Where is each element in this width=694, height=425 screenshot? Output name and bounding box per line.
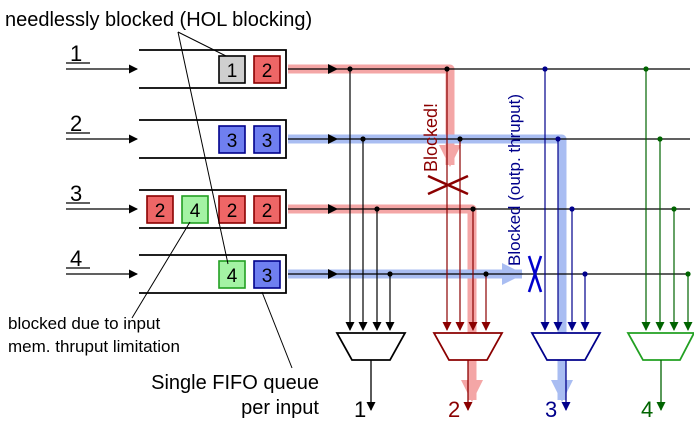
input-label-4: 4 [70,246,82,271]
queue-cell-label: 2 [155,201,166,222]
leader-hol-to-cell-1 [177,31,227,57]
crosspoints-output4 [641,69,693,331]
leader-fifo [261,291,293,369]
crosspoint-dot [483,271,489,277]
blocked-x-output3 [527,255,543,293]
queue-outline-4 [139,254,287,294]
queue-cell-label: 2 [227,201,238,222]
queue-outline-2 [139,119,287,159]
crosspoint-dot [555,136,561,142]
input-label-1: 1 [70,41,82,66]
crosspoint-dot [457,136,463,142]
queue-cell [146,195,174,224]
crosspoint-dots [347,66,691,277]
input-underlines [66,62,90,269]
leader-input-limit [131,221,191,319]
annotation-blocked: Blocked! [421,103,441,172]
queue-cell [218,260,246,289]
crosspoint-dot [542,66,548,72]
row-arrowhead-4 [328,269,338,279]
annotation-input-limit-line1: blocked due to input [8,314,160,333]
leader-lines [131,31,293,369]
queue-cell-label: 2 [262,61,273,82]
queue-cell [253,125,281,154]
queue-cell [218,55,246,84]
mux-output-1 [335,332,407,361]
input-label-2: 2 [70,111,82,136]
crosspoint-dot [360,136,366,142]
queue-cell-label: 4 [227,266,238,287]
queue-cell-label: 1 [227,61,238,82]
crosspoint-dot [671,206,677,212]
annotation-blocked-output: Blocked (outp. thruput) [505,94,524,266]
output-multiplexers [335,332,694,361]
input-queues [139,49,287,294]
mux-output-4 [626,332,694,361]
crosspoint-dot [569,206,575,212]
crosspoint-dot [685,271,691,277]
output-label-1: 1 [354,397,366,422]
queue-cell [253,55,281,84]
annotation-input-limit-line2: mem. thruput limitation [8,337,180,356]
leader-hol-to-cell-4 [177,31,229,265]
crosspoints-output1 [345,69,395,331]
output-arrows [366,360,666,411]
crosspoint-dot [470,206,476,212]
queue-cell-label: 2 [262,201,273,222]
queue-cell-label: 3 [262,266,273,287]
output-label-2: 2 [448,397,460,422]
crossbar-rows [288,68,690,275]
queue-cell [253,260,281,289]
input-arrows [66,64,138,279]
queue-cell-label: 3 [227,131,238,152]
crosspoint-dot [347,66,353,72]
queue-cell [253,195,281,224]
queue-cell [218,195,246,224]
crosspoints-output2 [442,69,491,331]
crosspoint-dot [657,136,663,142]
crosspoint-dot [444,66,450,72]
crosspoints-output3 [540,69,590,331]
row-arrowhead-2 [328,134,338,144]
blocked-x-output2 [427,174,469,196]
crosspoint-dot [582,271,588,277]
output-label-4: 4 [641,397,653,422]
crosspoint-dot [374,206,380,212]
crosspoint-dot [387,271,393,277]
queue-cell [218,125,246,154]
output-label-3: 3 [545,397,557,422]
annotation-fifo-line2: per input [241,397,319,419]
row-arrowhead-1 [328,64,338,74]
queue-cell-label: 3 [262,131,273,152]
annotation-fifo-line1: Single FIFO queue [151,372,319,394]
crosspoint-dot [643,66,649,72]
queue-cell-label: 4 [190,201,201,222]
input-label-3: 3 [70,181,82,206]
queue-cell [181,195,209,224]
queue-outline-1 [139,49,287,89]
annotation-hol-blocking: needlessly blocked (HOL blocking) [5,9,312,31]
row-arrowhead-3 [328,204,338,214]
mux-output-2 [432,332,504,361]
mux-output-3 [530,332,602,361]
